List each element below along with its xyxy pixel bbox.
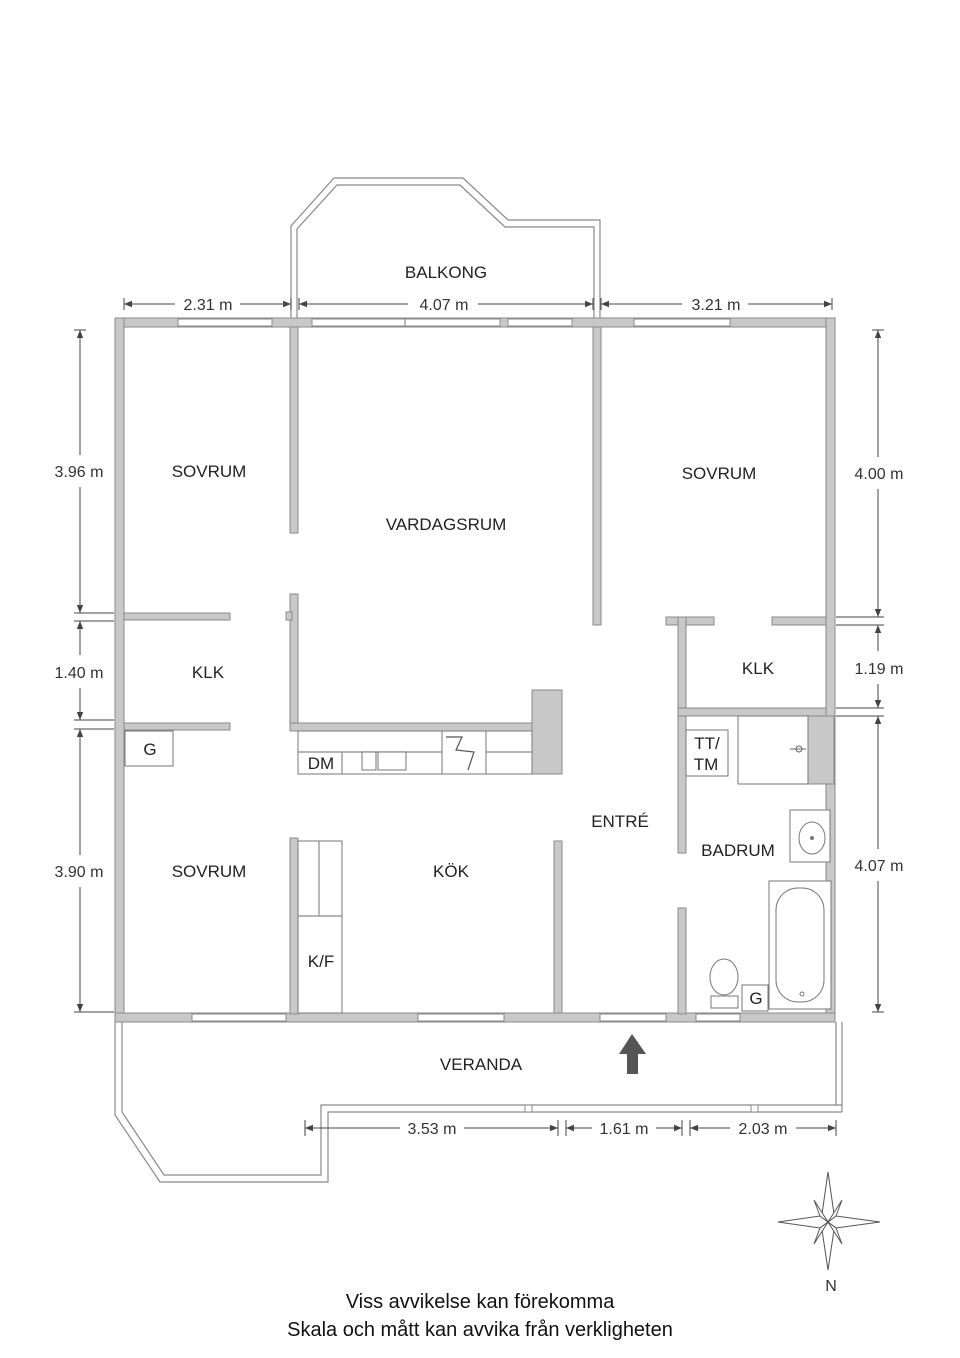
dimension-lines	[74, 298, 884, 1136]
balcony	[290, 177, 601, 318]
compass-icon	[777, 1171, 881, 1271]
dim-left-1: 3.96 m	[55, 464, 104, 481]
fixtures	[124, 715, 832, 1014]
room-labels: BALKONG SOVRUM VARDAGSRUM SOVRUM KLK KLK…	[143, 263, 774, 1074]
toilet	[709, 958, 739, 996]
label-g-bath: G	[749, 989, 762, 1008]
dim-right-1: 4.00 m	[855, 466, 904, 483]
label-klk-right: KLK	[742, 659, 775, 678]
washer-dryer	[685, 729, 729, 777]
disclaimer-line-1: Viss avvikelse kan förekomma	[346, 1291, 616, 1313]
dim-right-2: 1.19 m	[855, 661, 904, 678]
compass-north-label: N	[825, 1278, 837, 1295]
label-kf: K/F	[308, 952, 334, 971]
wardrobe-left	[124, 730, 174, 767]
label-kok: KÖK	[433, 862, 470, 881]
dim-top-right: 3.21 m	[692, 297, 741, 314]
windows	[177, 318, 741, 1022]
dim-top-mid: 4.07 m	[420, 297, 469, 314]
label-sovrum-top-right: SOVRUM	[682, 464, 757, 483]
fridge-freezer	[297, 840, 343, 1014]
wardrobe-bath	[741, 984, 769, 1012]
label-g-left: G	[143, 740, 156, 759]
label-badrum: BADRUM	[701, 841, 775, 860]
label-vardagsrum: VARDAGSRUM	[386, 515, 507, 534]
interior-walls	[123, 326, 835, 1015]
dim-top-left: 2.31 m	[184, 297, 233, 314]
label-sovrum-top-left: SOVRUM	[172, 462, 247, 481]
dim-bottom-1: 3.53 m	[408, 1121, 457, 1138]
dim-left-2: 1.40 m	[55, 665, 104, 682]
dimension-labels: 2.31 m 4.07 m 3.21 m 3.96 m 1.40 m 3.90 …	[55, 297, 904, 1138]
label-entre: ENTRÉ	[591, 812, 649, 831]
label-sovrum-bottom-left: SOVRUM	[172, 862, 247, 881]
label-tt: TT/	[694, 734, 720, 753]
stove	[441, 730, 487, 775]
dim-right-3: 4.07 m	[855, 858, 904, 875]
label-klk-left: KLK	[192, 663, 225, 682]
veranda	[114, 1022, 843, 1183]
dim-left-3: 3.90 m	[55, 864, 104, 881]
label-tm: TM	[694, 755, 719, 774]
entrance-arrow-icon	[619, 1034, 646, 1074]
label-balkong: BALKONG	[405, 263, 487, 282]
label-dm: DM	[308, 754, 334, 773]
dim-bottom-2: 1.61 m	[600, 1121, 649, 1138]
disclaimer-line-2: Skala och mått kan avvika från verklighe…	[287, 1319, 673, 1341]
label-veranda: VERANDA	[440, 1055, 523, 1074]
dim-bottom-3: 2.03 m	[739, 1121, 788, 1138]
